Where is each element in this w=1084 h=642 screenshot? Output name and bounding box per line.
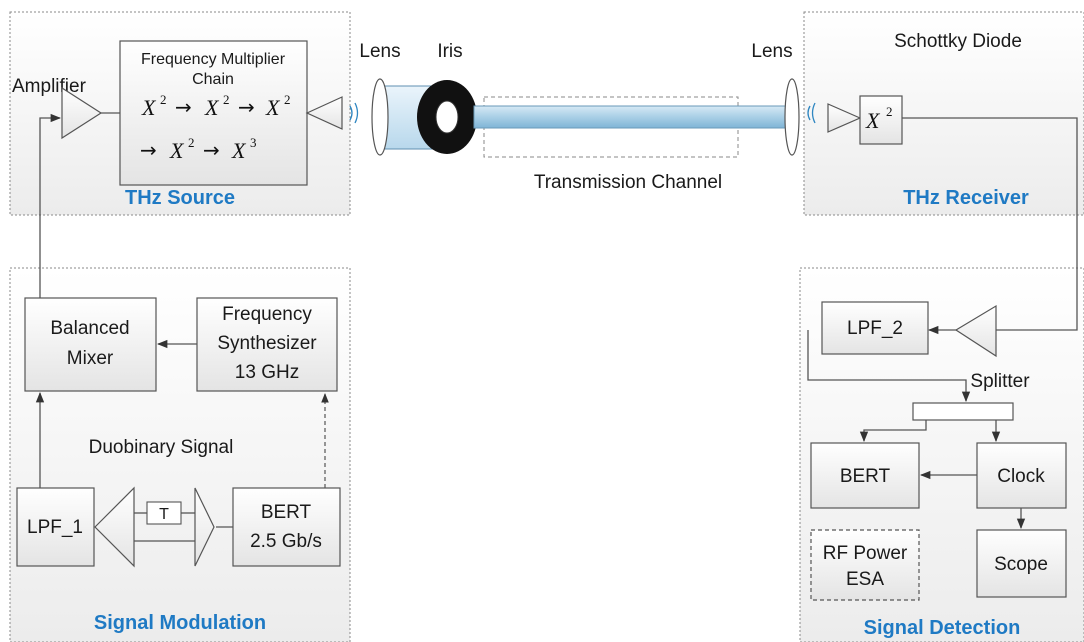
transmission-channel-label: Transmission Channel — [534, 172, 722, 193]
lpf2-block — [821, 301, 929, 355]
splitter-label: Splitter — [970, 371, 1030, 392]
amplifier-label: Amplifier — [12, 76, 87, 97]
lens-left-label: Lens — [359, 41, 400, 62]
balanced-mixer-block — [24, 297, 157, 392]
mixer-label-line2: Mixer — [67, 348, 114, 369]
splitter-block — [912, 402, 1014, 421]
lpf2-label: LPF_2 — [847, 318, 903, 339]
eq-x2: X — [204, 95, 220, 120]
duobinary-split-triangle — [194, 487, 215, 567]
receiver-to-amp-wire — [902, 117, 1078, 335]
eq-exp4: 2 — [188, 135, 195, 150]
receiver-incoming-waves — [807, 102, 816, 124]
eq-x3: X — [265, 95, 281, 120]
scope-block — [976, 529, 1067, 598]
synth-label-line2: Synthesizer — [217, 333, 317, 354]
lpf2-to-splitter-wire — [807, 330, 971, 403]
diode-x: X — [865, 108, 881, 133]
synth-label-line1: Frequency — [222, 304, 312, 325]
lpf1-label: LPF_1 — [27, 517, 83, 538]
source-emission-waves — [349, 102, 359, 124]
eq-exp1: 2 — [160, 92, 167, 107]
thz-source-title: THz Source — [125, 187, 235, 209]
eq-x4: X — [169, 138, 185, 163]
source-amplifier-triangle — [61, 86, 103, 140]
frequency-synthesizer-block — [196, 297, 338, 392]
detection-bert-label: BERT — [840, 466, 891, 487]
eq-x5: X — [231, 138, 247, 163]
esa-label: ESA — [846, 569, 884, 590]
schottky-diode-block — [859, 95, 903, 145]
receiver-horn-antenna — [827, 103, 862, 133]
multiplier-title-line2: Chain — [192, 71, 234, 88]
modulation-bert-line2: 2.5 Gb/s — [250, 531, 322, 552]
signal-modulation-title: Signal Modulation — [94, 612, 266, 634]
schottky-diode-label: Schottky Diode — [894, 31, 1022, 52]
eq-exp3: 2 — [284, 92, 291, 107]
clock-label: Clock — [997, 466, 1045, 487]
duobinary-adder-triangle — [94, 486, 135, 568]
lpf1-block — [16, 487, 95, 567]
thz-receiver-title: THz Receiver — [903, 187, 1029, 209]
eq-arrow3: → — [140, 138, 157, 162]
lens-right-label: Lens — [751, 41, 792, 62]
detection-bert-block — [810, 442, 920, 509]
eq-x1: X — [141, 95, 157, 120]
mixer-label-line1: Balanced — [50, 318, 129, 339]
eq-arrow2: → — [238, 95, 255, 119]
eq-exp2: 2 — [223, 92, 230, 107]
scope-label: Scope — [994, 554, 1048, 575]
lens-right — [784, 78, 800, 156]
synth-label-line3: 13 GHz — [235, 362, 299, 383]
source-horn-antenna — [305, 96, 343, 130]
duobinary-signal-label: Duobinary Signal — [89, 437, 234, 458]
rf-power-esa-block — [810, 529, 920, 601]
signal-detection-title: Signal Detection — [864, 617, 1021, 639]
delay-label: T — [159, 506, 169, 523]
splitter-to-bert-wire — [859, 420, 927, 443]
rf-power-label: RF Power — [823, 543, 908, 564]
lens-left — [371, 78, 389, 156]
transmission-beam — [473, 105, 789, 129]
eq-arrow4: → — [203, 138, 220, 162]
eq-exp5: 3 — [250, 135, 257, 150]
iris-label: Iris — [437, 41, 462, 62]
diode-exp: 2 — [886, 104, 893, 119]
iris-aperture — [435, 100, 459, 134]
detection-amplifier-triangle — [954, 304, 997, 358]
modulation-bert-line1: BERT — [261, 502, 312, 523]
multiplier-title-line1: Frequency Multiplier — [141, 51, 286, 68]
frequency-multiplier-block — [119, 40, 308, 186]
delay-block — [146, 501, 182, 525]
mixer-to-source-amp-wire — [39, 113, 62, 298]
modulation-bert-block — [232, 487, 341, 567]
eq-arrow1: → — [175, 95, 192, 119]
